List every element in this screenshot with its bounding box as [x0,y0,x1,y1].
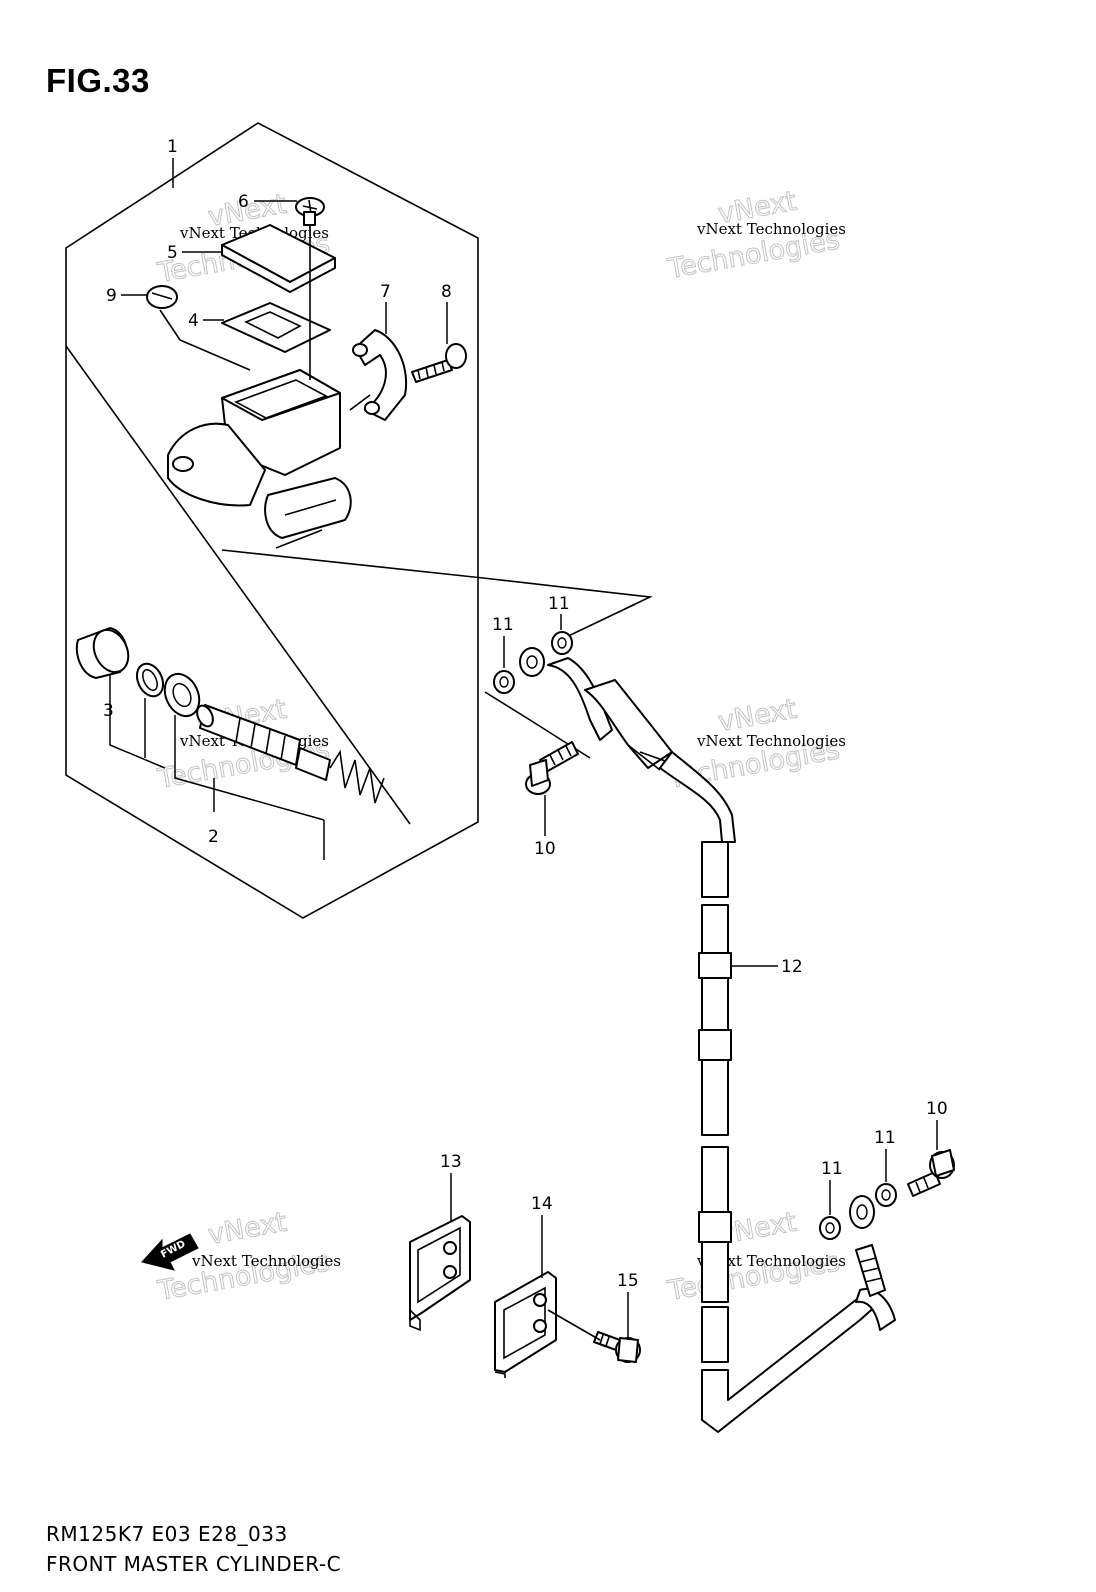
callout-4: 4 [188,311,224,331]
callout-9: 9 [106,286,147,306]
callout-label: 13 [440,1152,462,1172]
callout-11-a: 11 [492,615,514,668]
drawing-code: RM125K7 E03 E28_033 [46,1522,288,1546]
banjo-washer-bottom-left [819,1216,841,1240]
callout-15: 15 [617,1271,639,1338]
callout-1: 1 [167,137,178,188]
callout-7: 7 [380,282,391,334]
piston-spring [329,749,385,804]
assembly-guide-line [349,394,371,411]
callout-11-b: 11 [548,594,570,630]
union-bolt-bottom [907,1149,955,1197]
callout-label: 14 [531,1194,553,1214]
banjo-washer-bottom-right [875,1183,897,1207]
master-cylinder-body [167,369,352,549]
watermark-text: vNext Technologies [696,220,846,238]
callout-label: 9 [106,286,117,306]
watermark-text: vNext Technologies [696,732,846,750]
callout-leader [174,715,325,821]
figure-title: FIG.33 [46,62,150,99]
brake-hose [547,657,896,1433]
callout-10-top: 10 [534,795,556,859]
forward-direction-arrow: FWD [141,1233,199,1271]
watermark-text: vNext Technologies [191,1252,341,1270]
callout-11-d: 11 [821,1159,843,1215]
watermark-group-2: vNext Technologies vNext Technologies [664,185,846,285]
callout-10-bottom: 10 [926,1099,948,1150]
callout-label: 11 [874,1128,896,1148]
banjo-washer-right [551,631,573,655]
hose-clamp-14 [494,1271,557,1378]
banjo-washer-left [493,670,515,694]
callout-leader [109,675,166,769]
watermark-group-6: vNext Technologies vNext Technologies [664,1206,846,1307]
diaphragm-plate [221,302,331,353]
assembly-frame [65,122,479,919]
callout-label: 11 [821,1159,843,1179]
callout-label: 12 [781,957,803,977]
union-bolt-top [525,741,579,795]
cap-screw [295,197,325,236]
callout-label: 2 [208,827,219,847]
callout-13: 13 [440,1152,462,1222]
callout-label: 4 [188,311,199,331]
callout-label: 7 [380,282,391,302]
callout-label: 15 [617,1271,639,1291]
callout-label: 1 [167,137,178,157]
callout-12: 12 [781,957,803,977]
washer [163,672,201,718]
callout-5: 5 [167,243,222,263]
banjo-fitting-top [519,647,545,677]
assembly-guide-line [159,309,251,371]
assembly-guide-line [547,1309,601,1341]
handlebar-holder [352,329,408,421]
callout-label: 8 [441,282,452,302]
callout-6: 6 [238,192,297,212]
callout-8: 8 [441,282,452,344]
reservoir-cap [221,224,336,293]
callout-label: 6 [238,192,249,212]
callout-label: 11 [548,594,570,614]
callout-label: 3 [103,701,114,721]
callout-label: 11 [492,615,514,635]
callout-2: 2 [208,827,219,847]
clamp-bolt [593,1331,641,1363]
watermark-vnext: vNext [206,1207,289,1251]
watermark-group-5: vNext Technologies vNext Technologies [154,1206,341,1307]
callout-3: 3 [103,701,114,721]
banjo-fitting-bottom [849,1195,875,1229]
watermark-text: vNext Technologies [696,1252,846,1270]
holder-bolt [411,343,467,383]
drawing-title: FRONT MASTER CYLINDER-C [46,1552,342,1576]
callout-label: 5 [167,243,178,263]
circlip [135,662,165,698]
callout-14: 14 [531,1194,553,1278]
dust-cap [146,285,178,309]
assembly-guide-line [221,549,653,641]
hose-clamp-13 [409,1215,471,1332]
callout-11-c: 11 [874,1128,896,1182]
piston [196,704,331,781]
callout-label: 10 [926,1099,948,1119]
callout-label: 10 [534,839,556,859]
piston-boot [75,627,130,679]
assembly-guide-line [65,345,411,825]
